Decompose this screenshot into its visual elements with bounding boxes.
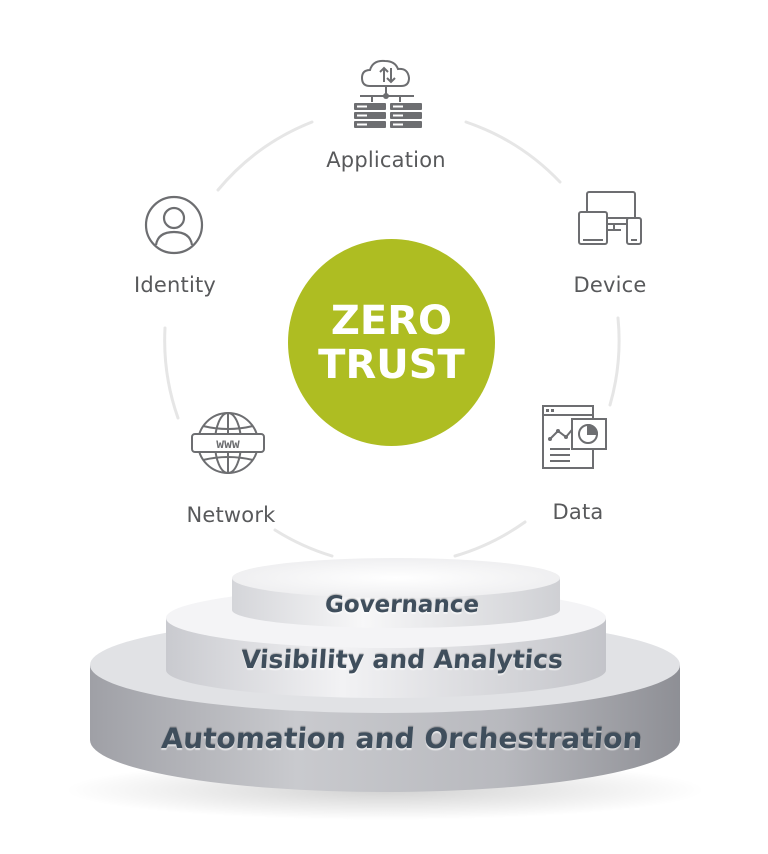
pillar-label-application: Application: [326, 148, 446, 172]
tier-label-automation: Automation and Orchestration: [160, 722, 644, 755]
pillar-label-network: Network: [186, 503, 276, 527]
pillar-label-identity: Identity: [133, 273, 217, 297]
tier-top-face: [232, 558, 560, 598]
tier-label-visibility: Visibility and Analytics: [240, 645, 564, 674]
devices-icon: [578, 191, 642, 245]
zero-trust-line2: TRUST: [318, 341, 465, 388]
ring-arc-bottom-network: [273, 528, 334, 558]
ring-arc-app-device: [464, 120, 562, 184]
data-report-icon: [542, 405, 607, 469]
svg-text:www: www: [216, 437, 240, 452]
pillar-label-device: Device: [573, 273, 647, 297]
tier-label-governance: Governance: [324, 592, 480, 618]
globe-www-icon: www: [191, 412, 265, 474]
ring-arc-device-data: [608, 316, 621, 407]
ring-arc-network-identity: [163, 326, 180, 420]
ring-arc-data-bottom: [453, 520, 527, 558]
zero-trust-line1: ZERO: [330, 297, 453, 344]
cloud-servers-icon: [354, 59, 422, 128]
pillar-label-data: Data: [552, 500, 604, 524]
zero-trust-circle: ZERO TRUST: [288, 239, 495, 446]
ring-arc-identity-app: [216, 120, 314, 192]
user-circle-icon: [144, 195, 204, 255]
